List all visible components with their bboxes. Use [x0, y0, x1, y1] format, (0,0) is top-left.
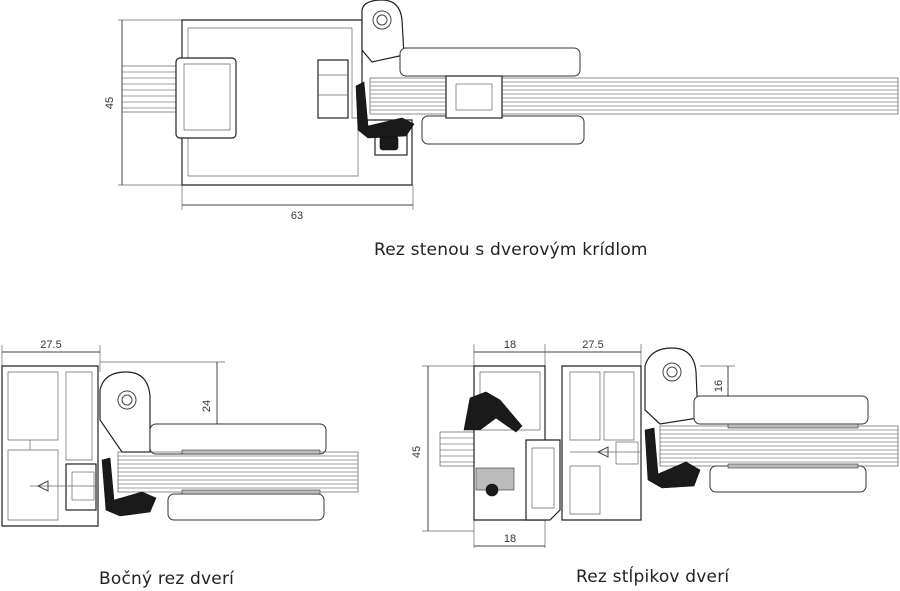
bottom-right-section-drawing: 18 27.5 45 16 18	[411, 339, 899, 548]
top-width-label: 63	[291, 210, 303, 222]
bl-seal	[101, 457, 157, 517]
bottom-left-section-drawing: 27.5 24	[1, 339, 359, 527]
br-glass-offset-label: 16	[713, 380, 725, 392]
br-door-glass	[659, 395, 899, 493]
br-height-dimension: 45	[411, 365, 474, 532]
br-bottom-width-label: 18	[504, 533, 516, 545]
top-fastener	[317, 59, 415, 139]
caption-bottom-left-section: Bočný rez dverí	[99, 569, 235, 589]
caption-bottom-right-section: Rez stĺpikov dverí	[576, 567, 730, 587]
bl-width-dimension: 27.5	[1, 339, 101, 372]
top-height-label: 45	[104, 97, 116, 109]
br-width-right-label: 27.5	[582, 339, 603, 351]
top-door-glass	[369, 47, 899, 145]
br-height-label: 45	[411, 446, 423, 458]
br-hinge	[644, 347, 699, 425]
br-width-left-label: 18	[504, 339, 516, 351]
caption-top-section: Rez stenou s dverovým krídlom	[374, 240, 648, 260]
bl-hinge	[99, 371, 151, 453]
br-seal	[644, 427, 701, 489]
bl-width-label: 27.5	[40, 339, 61, 351]
top-height-dimension: 45	[104, 19, 185, 186]
br-bottom-dimension: 18	[473, 520, 546, 548]
br-right-profile	[561, 365, 642, 521]
top-hinge	[361, 0, 405, 63]
bl-frame-profile	[1, 365, 99, 527]
top-width-dimension: 63	[181, 185, 414, 222]
bl-fastener	[30, 471, 96, 501]
bl-door-glass	[117, 423, 359, 521]
top-section-drawing: 45 63	[104, 0, 899, 222]
br-center-profile	[525, 439, 561, 521]
bl-glass-offset-label: 24	[201, 400, 213, 412]
